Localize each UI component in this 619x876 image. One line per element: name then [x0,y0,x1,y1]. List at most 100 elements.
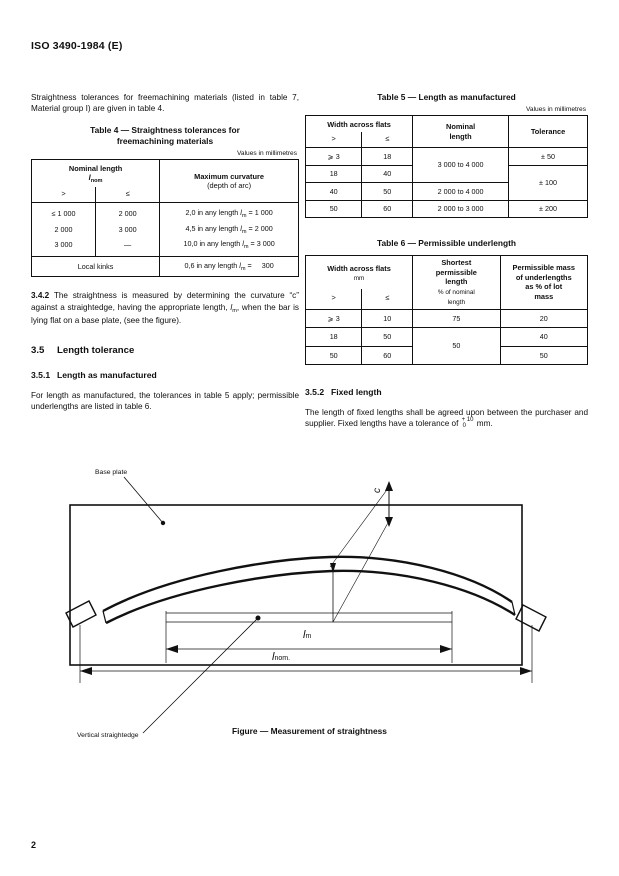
table-5-cell-nominal-length: 2 000 to 4 000 [412,182,510,201]
table-5-header-row-2: > ≤ [304,131,588,148]
table-4-header-max-curvature: Maximum curvature (depth of arc) [159,158,299,204]
table-5-cell-tolerance: ± 100 [508,164,588,201]
table-6-header-le: ≤ [361,288,414,310]
clause-3-5-2-title: Fixed length [331,387,382,397]
curvature-leader-1 [329,486,390,568]
clause-3-5-2-paragraph: The length of fixed lengths shall be agr… [305,407,588,430]
table-5-header-width-across-flats: Width across flats [304,115,414,132]
clause-3-4-2-text-part1: The straightness is measured by determin… [31,291,299,312]
table-6-cell-to: 50 [361,327,414,347]
table-5-cell-tolerance: ± 50 [508,147,588,166]
table-5-cell-nominal-length: 3 000 to 4 000 [412,147,510,183]
table-5-cell-to: 18 [361,147,414,166]
left-column: Straightness tolerances for freemachinin… [30,92,299,422]
figure-label-c: c [372,488,383,493]
lnom-arrow-left [80,667,92,675]
table-4-local-kinks-label: Local kinks [30,255,161,278]
table-4-title-line1: Table 4 — Straightness tolerances for [90,124,240,135]
straightness-figure-svg [65,476,547,734]
table-row: 18 40 ± 100 [304,164,588,201]
table-4-header-le: ≤ [95,186,161,204]
lm-arrow-right [440,645,452,653]
table-4-cell-to: 2 000 [95,202,161,222]
figure-label-vertical-straightedge: Vertical straightedge [77,732,139,739]
table-6-cell-mass: 20 [499,308,589,328]
table-row: 3 000 — 10,0 in any length lm = 3 000 [30,237,299,257]
bar-right-cut [511,601,516,616]
figure-lnom-symbol: l [272,651,275,663]
table-6-header-shortest-permissible-length: Shortest permissible length % of nominal… [412,255,501,310]
table-row: 50 60 2 000 to 3 000 ± 200 [304,199,588,218]
clause-3-5-2-text-part2: mm. [474,419,493,429]
table-4-cell-from: 2 000 [30,221,97,238]
right-column: Table 5 — Length as manufactured Values … [304,92,589,440]
table-4-header-nominal-length: Nominal length lnom [30,158,161,187]
table-5-cell-from: ⩾ 3 [304,147,363,166]
table-4-nominal-symbol: l [88,173,91,183]
table-5-header-le: ≤ [361,131,414,148]
table-6-block: Table 6 — Permissible underlength Width … [304,238,589,365]
document-header: ISO 3490-1984 (E) [31,40,123,52]
table-6-header-permissible-mass: Permissible mass of underlengths as % of… [499,255,589,310]
straightedge-leader-line [142,617,259,734]
table-5-cell-from: 50 [304,199,363,218]
table-6: Width across flats mm Shortest permissib… [304,254,589,365]
table-5-header-gt: > [304,131,363,148]
figure-label-lnom: lnom. [272,651,290,663]
table-6-header-width-across-flats: Width across flats mm [304,254,414,289]
figure-lnom-sub: nom. [274,655,291,662]
table-6-cell-mass: 50 [499,345,589,365]
table-5-cell-to: 40 [361,164,414,183]
table-5-cell-to: 50 [361,182,414,201]
table-4-header-row-2: > ≤ [30,186,299,204]
table-5-header-tolerance: Tolerance [508,115,588,148]
table-5-cell-nominal-length: 2 000 to 3 000 [412,199,510,218]
table-row: 18 50 50 40 [304,327,589,365]
table-6-header-gt: > [304,288,363,310]
figure-label-base-plate: Base plate [95,469,128,476]
table-4-cell-from: ≤ 1 000 [30,202,97,222]
table-4: Nominal length lnom Maximum curvature (d… [30,158,299,278]
table-row: 2 000 3 000 4,5 in any length lm = 2 000 [30,221,299,238]
bar-left-end-piece [65,600,97,628]
table-6-cell-to: 10 [361,308,414,328]
straightedge-leader-dot [255,615,261,621]
bar-right-end-piece [515,604,547,632]
page-number: 2 [31,840,37,850]
tolerance-lower: 0 [462,423,467,430]
table-5-title: Table 5 — Length as manufactured [377,92,516,102]
table-row: ⩾ 3 18 3 000 to 4 000 ± 50 [304,147,588,183]
figure-label-lm: lm [303,629,311,641]
clause-3-4-2-text-part2: , when the bar is lying flat on a base p… [31,302,300,326]
clause-3-4-2-symbol-sub: m [232,307,237,314]
table-4-cell-from: 3 000 [30,237,97,257]
table-6-title: Table 6 — Permissible underlength [377,238,516,248]
table-6-cell-from: 18 [304,327,363,347]
table-4-cell-curvature: 4,5 in any length lm = 2 000 [159,221,299,238]
bar-left-cut [102,610,107,624]
table-4-title-line2: freemachining materials [116,135,214,146]
table-5-block: Table 5 — Length as manufactured Values … [304,92,588,218]
clause-3-4-2-paragraph: 3.4.2 The straightness is measured by de… [31,290,299,326]
table-5-cell-from: 40 [304,182,363,201]
curvature-arrowhead-up [385,481,393,491]
lnom-arrow-right [520,667,532,675]
table-4-block: Table 4 — Straightness tolerances for fr… [30,125,299,278]
table-row: ⩾ 3 10 75 20 [304,308,589,328]
table-6-cell-to: 60 [361,345,414,365]
table-4-title: Table 4 — Straightness tolerances for fr… [31,125,299,147]
intro-paragraph: Straightness tolerances for freemachinin… [31,93,299,114]
table-4-cell-to: — [95,237,161,257]
tolerance-upper: + 10 [461,417,474,424]
clause-3-5-1-paragraph: For length as manufactured, the toleranc… [31,390,299,411]
base-plate-leader-line [123,476,164,524]
table-4-units-note: Values in millimetres [237,149,297,157]
table-6-header-row-1: Width across flats mm Shortest permissib… [304,254,589,310]
table-5-header-row-1: Width across flats Nominal length Tolera… [304,115,588,148]
bar-lower-edge [105,569,516,625]
table-6-cell-from: 50 [304,345,363,365]
figure-caption: Figure — Measurement of straightness [232,726,387,736]
